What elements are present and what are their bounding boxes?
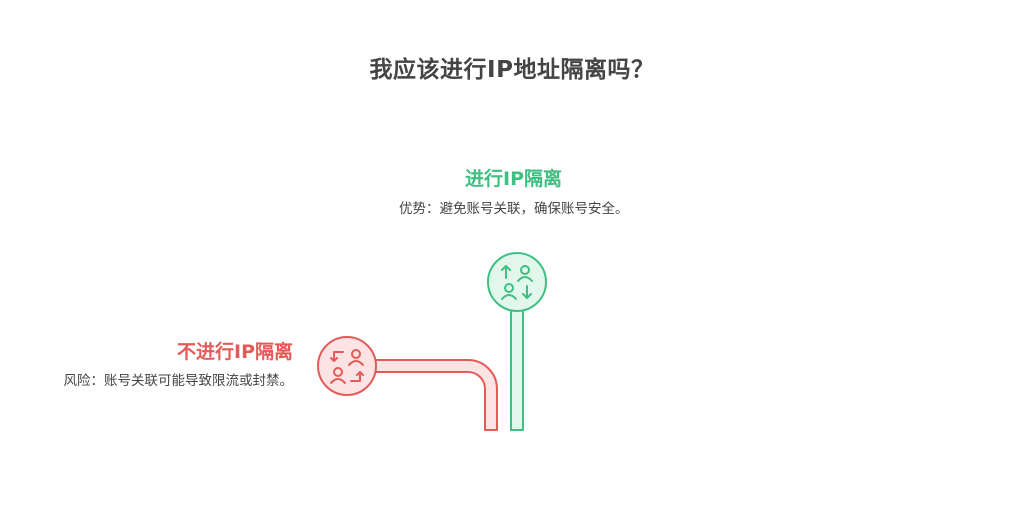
- user-swap-icon: [487, 252, 547, 312]
- page-title: 我应该进行IP地址隔离吗？: [369, 57, 655, 83]
- option-no-isolate-label: 不进行IP隔离: [177, 341, 293, 363]
- option-isolate-description: 优势：避免账号关联，确保账号安全。: [399, 201, 629, 217]
- option-no-isolate-description: 风险：账号关联可能导致限流或封禁。: [63, 373, 294, 389]
- red-path: [373, 359, 498, 431]
- option-isolate-label: 进行IP隔离: [465, 168, 562, 190]
- user-refresh-icon: [317, 336, 377, 396]
- green-path: [510, 309, 524, 431]
